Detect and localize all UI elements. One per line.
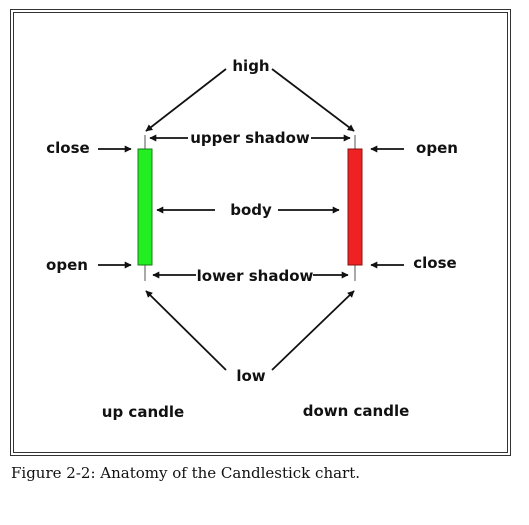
high-arrow-right bbox=[271, 68, 355, 132]
candlestick-anatomy-diagram: high upper shadow close open body open c… bbox=[46, 57, 458, 421]
low-arrow-right bbox=[271, 290, 355, 371]
label-up-candle: up candle bbox=[102, 403, 184, 421]
label-lower-shadow: lower shadow bbox=[197, 267, 314, 285]
down-candle-body bbox=[347, 148, 363, 266]
label-close-right: close bbox=[413, 254, 456, 272]
low-arrow-left bbox=[145, 290, 227, 371]
label-high: high bbox=[232, 57, 269, 75]
label-close-left: close bbox=[46, 139, 89, 157]
down-candle bbox=[347, 135, 363, 281]
label-down-candle: down candle bbox=[303, 402, 410, 420]
label-upper-shadow: upper shadow bbox=[190, 129, 310, 147]
up-candle-body bbox=[137, 148, 153, 266]
figure-outer-border bbox=[10, 9, 511, 456]
label-open-left: open bbox=[46, 256, 88, 274]
label-body: body bbox=[230, 201, 272, 219]
label-low: low bbox=[236, 367, 265, 385]
figure-caption: Figure 2-2: Anatomy of the Candlestick c… bbox=[11, 464, 361, 482]
figure-inner-border bbox=[13, 12, 508, 453]
up-candle bbox=[137, 135, 153, 281]
high-arrow-left bbox=[145, 68, 227, 132]
label-open-right: open bbox=[416, 139, 458, 157]
